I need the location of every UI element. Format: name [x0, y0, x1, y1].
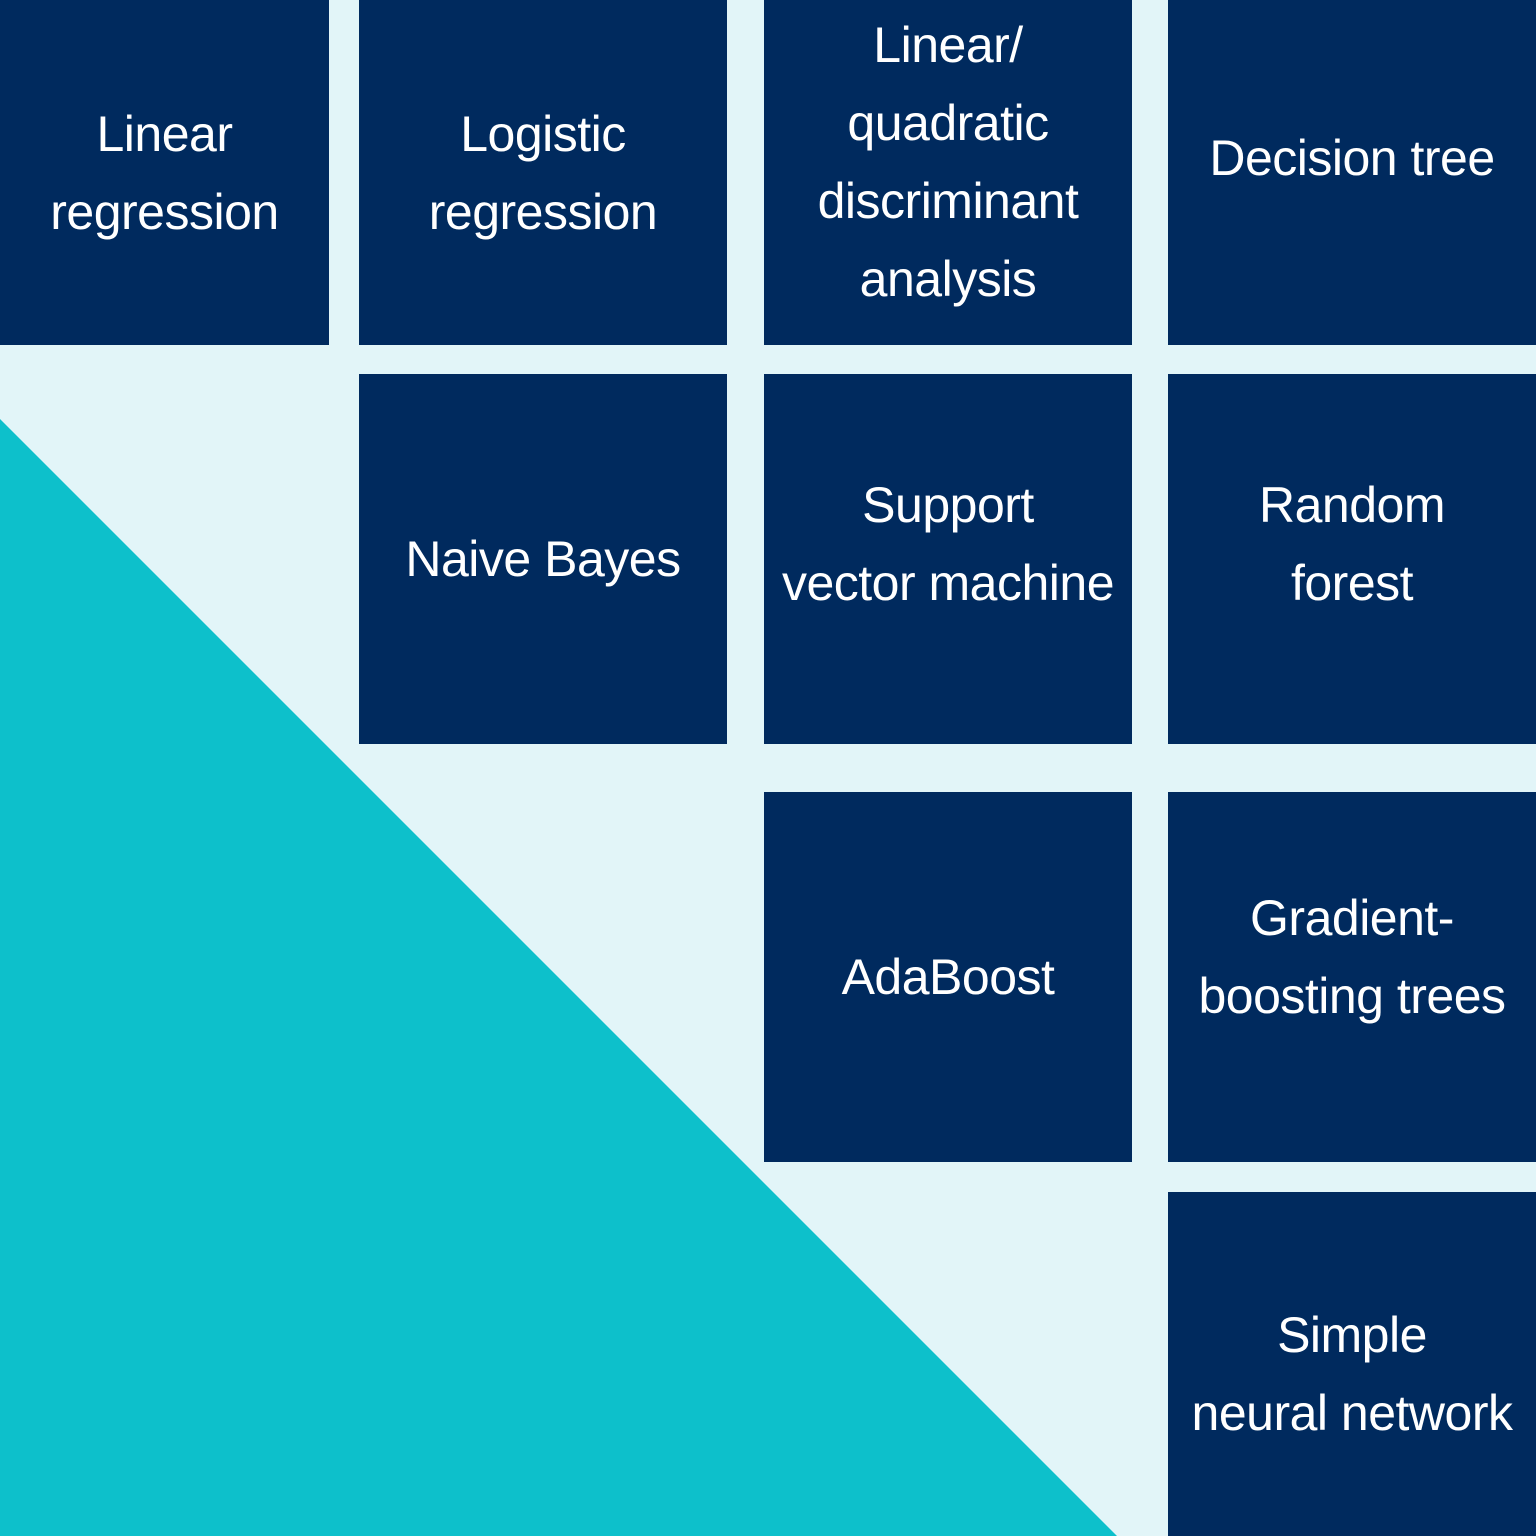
tile-linear-quadratic-discriminant-analysis: Linear/ quadratic discriminant analysis	[764, 0, 1132, 345]
tile-support-vector-machine: Support vector machine	[764, 374, 1132, 744]
tile-linear-regression: Linear regression	[0, 0, 329, 345]
tile-label: Linear/ quadratic discriminant analysis	[817, 17, 1079, 307]
tile-label: Random forest	[1259, 477, 1446, 611]
tile-decision-tree: Decision tree	[1168, 0, 1536, 345]
tile-random-forest: Random forest	[1168, 374, 1536, 744]
tile-adaboost: AdaBoost	[764, 792, 1132, 1162]
tile-label: Simple neural network	[1191, 1307, 1513, 1441]
tile-simple-neural-network: Simple neural network	[1168, 1192, 1536, 1536]
tile-logistic-regression: Logistic regression	[359, 0, 727, 345]
tile-gradient-boosting-trees: Gradient- boosting trees	[1168, 792, 1536, 1162]
tile-label: Decision tree	[1209, 129, 1495, 186]
tile-label: Linear regression	[50, 105, 279, 240]
tile-label: Naive Bayes	[405, 531, 681, 587]
tile-label: Gradient- boosting trees	[1198, 890, 1506, 1024]
tile-naive-bayes: Naive Bayes	[359, 374, 727, 744]
tile-label: AdaBoost	[841, 949, 1055, 1005]
tile-label: Logistic regression	[428, 105, 658, 240]
tile-label: Support vector machine	[781, 477, 1115, 611]
